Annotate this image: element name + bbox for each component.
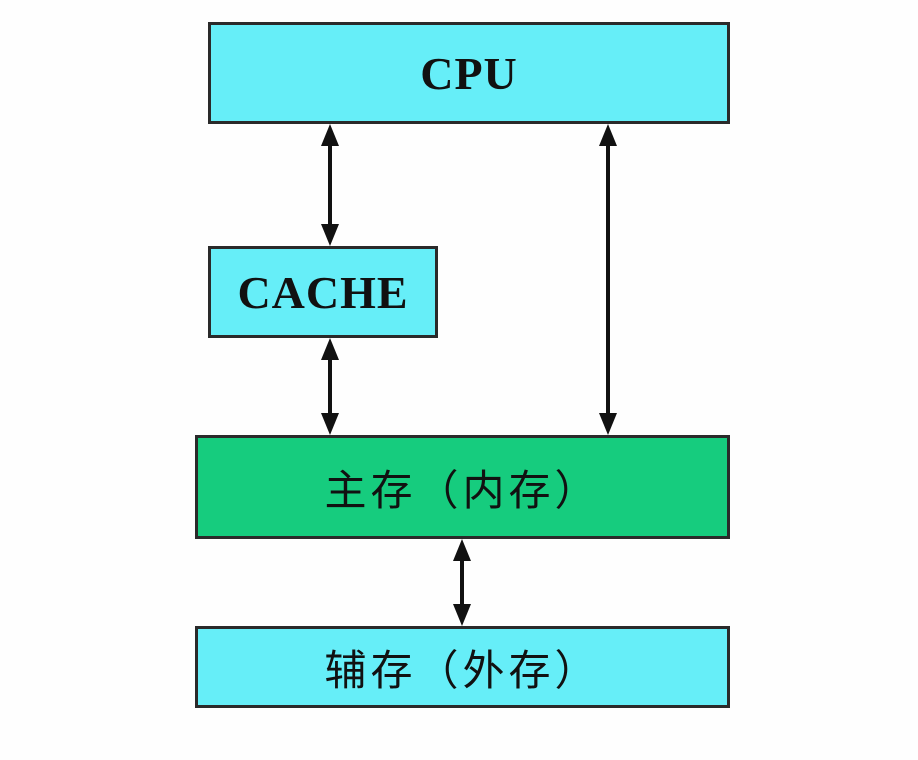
arrow-cpu-cache	[321, 124, 339, 246]
cache-label: CACHE	[237, 266, 409, 318]
cpu-node: CPU	[208, 22, 730, 124]
main-memory-node: 主存（内存）	[195, 435, 730, 539]
aux-memory-label: 辅存（外存）	[324, 645, 601, 695]
arrow-cpu-main-memory	[599, 124, 617, 435]
cache-node: CACHE	[208, 246, 438, 338]
aux-memory-node: 辅存（外存）	[195, 626, 730, 708]
cpu-label: CPU	[420, 47, 518, 99]
arrow-cache-main-memory	[321, 338, 339, 435]
arrow-main-aux-memory	[453, 539, 471, 626]
main-memory-label: 主存（内存）	[324, 465, 601, 515]
